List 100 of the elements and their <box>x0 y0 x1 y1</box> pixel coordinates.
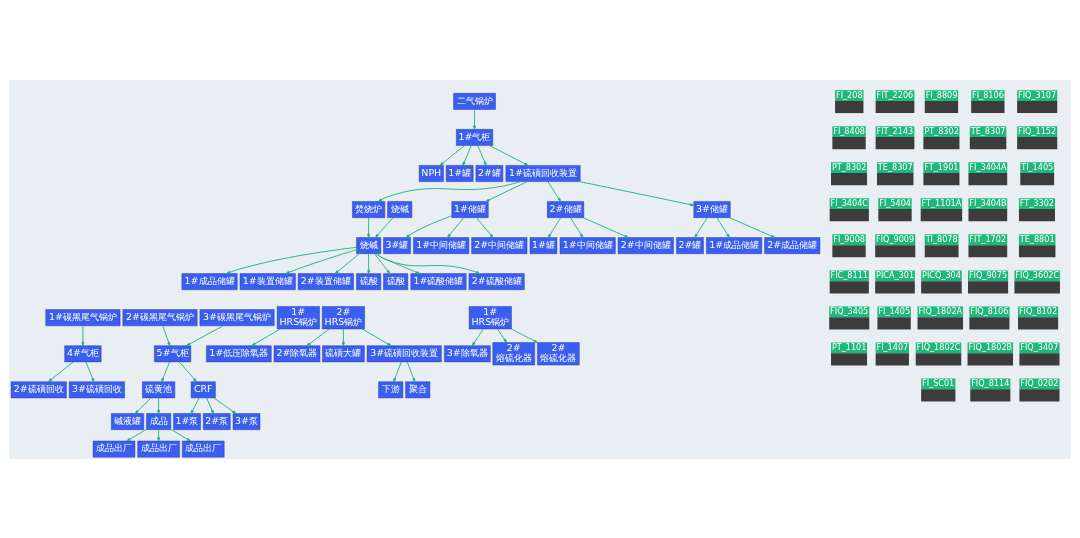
node-box: 烧碱 <box>387 200 413 218</box>
arrow <box>306 328 330 346</box>
arrow <box>694 216 708 238</box>
label: FIQ_3405 <box>830 305 869 316</box>
node-box: 3#硫磺回收 <box>68 381 125 398</box>
label: PT_1101 <box>831 341 867 352</box>
node-box: 1#中间储罐 <box>559 236 616 254</box>
arrow <box>447 216 465 238</box>
node-box: 1#中间储罐 <box>413 236 470 254</box>
label: FI_3404B <box>969 197 1007 208</box>
node-box: 2# HRS锅炉 <box>322 305 365 329</box>
arrow <box>375 216 394 238</box>
label: FIQ_1802A <box>918 305 963 316</box>
node-box: 硫酸 <box>383 272 409 290</box>
node-box: 1#碳黑尾气锅炉 <box>45 308 121 326</box>
arrow <box>226 246 357 274</box>
node-box: 3#碳黑尾气锅炉 <box>199 308 275 326</box>
label: FIQ_8114 <box>971 377 1010 388</box>
label: FI_9008 <box>833 233 866 244</box>
arrow <box>251 328 281 346</box>
arrow <box>48 361 74 382</box>
label: FI_8809 <box>925 89 958 100</box>
arrow <box>547 180 562 202</box>
label: FIQ_8102 <box>1018 305 1058 316</box>
label: TE_8801 <box>1019 233 1055 244</box>
node-box: 成品 <box>146 412 172 430</box>
label: FI_1405 <box>878 305 911 316</box>
arrow <box>157 397 161 414</box>
label: PICA_301 <box>876 269 915 280</box>
label: FIC_8111 <box>830 269 868 280</box>
arrow <box>393 361 402 382</box>
arrow <box>472 328 484 346</box>
node-box: 2#罐 <box>676 236 704 254</box>
node-box: 2#罐 <box>475 164 504 182</box>
label: FIQ_8106 <box>970 305 1009 316</box>
label: FI_208 <box>835 89 863 100</box>
label: FT_1101A <box>921 197 962 208</box>
arrow <box>582 216 629 238</box>
node-box: 1#气柜 <box>456 128 493 146</box>
label: FI_3404C <box>830 197 868 208</box>
arrow <box>729 216 776 238</box>
arrow <box>570 216 584 238</box>
arrow <box>85 361 95 382</box>
node-box: 硫磺大罐 <box>322 344 365 362</box>
node-box: 4#气柜 <box>64 344 102 362</box>
arrow <box>367 216 371 238</box>
arrow <box>285 248 357 274</box>
label: FI_SC01 <box>922 377 955 388</box>
arrow <box>510 328 538 343</box>
arrow <box>462 144 472 166</box>
node-box: 硫黄池 <box>142 381 176 398</box>
arrow <box>378 180 522 202</box>
arrow <box>367 252 371 274</box>
label: FIQ_1802C <box>916 341 961 352</box>
label: FI_5404 <box>879 197 911 208</box>
arrow <box>485 180 528 202</box>
node-box: 碱液罐 <box>111 412 144 430</box>
label: FIT_1702 <box>969 233 1007 244</box>
node-box: 2#除氧器 <box>273 344 321 362</box>
node-box: 成品出厂 <box>92 440 136 457</box>
label: TE_8307 <box>970 125 1006 136</box>
node-box: 二气锅炉 <box>453 92 496 110</box>
arrow <box>405 214 453 238</box>
arrow <box>476 216 494 238</box>
node-box: 成品出厂 <box>137 440 180 457</box>
label: FIQ_3407 <box>1020 341 1059 352</box>
arrow <box>406 361 416 382</box>
node-box: 聚合 <box>405 381 431 398</box>
node-box: 3#罐 <box>383 236 411 254</box>
label: FIQ_3602C <box>1015 269 1060 280</box>
node-box: 2#泵 <box>203 412 231 430</box>
node-box: 2# 熔硫化器 <box>492 341 535 365</box>
node-box: 成品出厂 <box>182 440 225 457</box>
label: PT_8302 <box>924 125 959 136</box>
label: TI_1405 <box>1021 161 1054 172</box>
node-box: 下游 <box>378 381 404 398</box>
node-box: 2#碳黑尾气锅炉 <box>122 308 198 326</box>
label: PICQ_304 <box>922 269 961 280</box>
node-box: 2# 熔硫化器 <box>537 341 580 365</box>
node-box: 1#罐 <box>445 164 474 182</box>
arrow <box>361 328 392 346</box>
label: FI_1407 <box>876 341 909 352</box>
label: FI_3404A <box>969 161 1007 172</box>
node-box: CRF <box>190 381 216 398</box>
label: TE_8307 <box>877 161 913 172</box>
arrow <box>547 216 562 238</box>
label: TI_8078 <box>925 233 958 244</box>
node-box: 硫酸 <box>356 272 382 290</box>
arrow <box>81 325 85 346</box>
arrow <box>489 144 529 166</box>
node-box: 1# HRS锅炉 <box>276 305 320 329</box>
node-box: 3#泵 <box>232 412 261 430</box>
label: FT_3302 <box>1019 197 1055 208</box>
arrow <box>170 428 191 441</box>
label: FIT_2143 <box>876 125 914 136</box>
arrow <box>126 428 147 441</box>
label: PT_8302 <box>831 161 867 172</box>
arrow <box>473 108 477 130</box>
node-box: 2#中间储罐 <box>471 236 528 254</box>
arrow <box>374 252 391 274</box>
